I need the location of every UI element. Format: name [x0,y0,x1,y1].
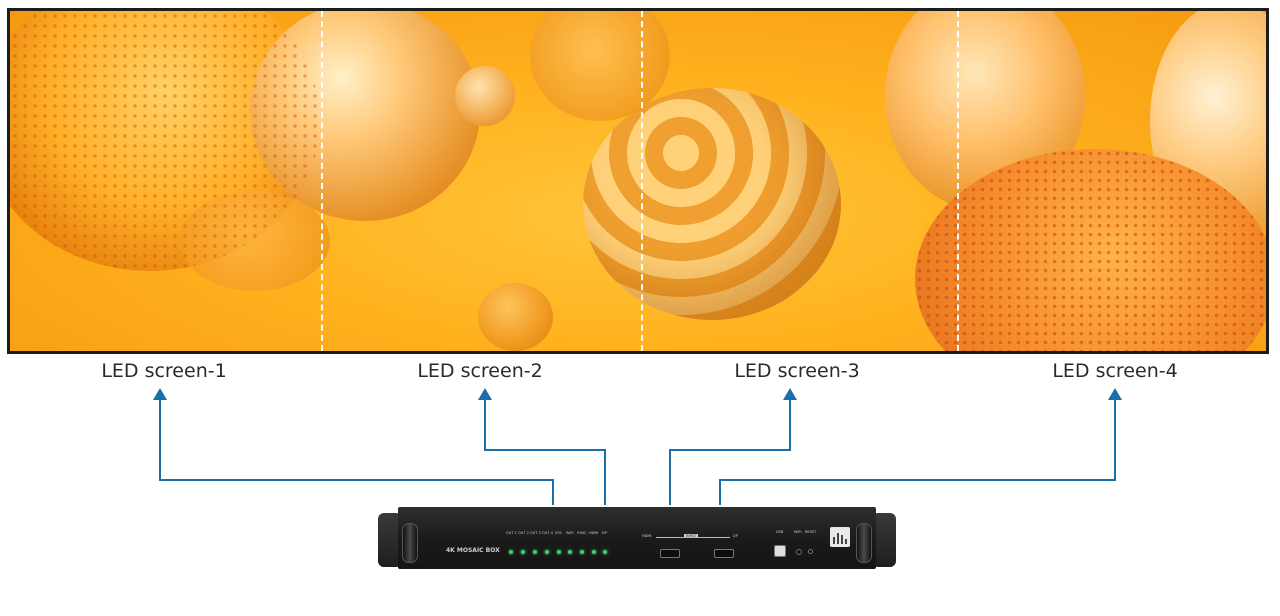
indicator-led-wifi [568,550,572,554]
wifi-button[interactable] [796,549,802,555]
usb-port[interactable] [774,545,786,557]
sphere-small-upper [455,66,515,126]
indicator-led-sync [580,550,584,554]
sphere-right-large-dotted [915,149,1266,351]
screen-label-1: LED screen-1 [101,360,227,382]
arrow-up-icon [1108,388,1122,400]
equalizer-logo-icon [830,527,850,547]
indicator-label-sys: SYS [555,531,562,535]
port-label-dp: DP [733,534,738,538]
screen-label-3: LED screen-3 [734,360,860,382]
indicator-led-out4 [545,550,549,554]
indicator-led-sys [557,550,561,554]
screen-label-2: LED screen-2 [417,360,543,382]
sphere-small-bottom [478,283,553,351]
connector-line-2 [484,398,606,505]
indicator-label-hdmi: HDMI [589,531,599,535]
indicator-led-out3 [533,550,537,554]
rack-handle-left [402,523,418,563]
indicator-label-dp: DP [602,531,607,535]
rack-handle-right [856,523,872,563]
port-label-hdmi: HDMI [642,534,652,538]
mosaic-box-device: 4K MOSAIC BOX OUT 1 OUT 2 OUT 3 OUT 4 SY… [378,505,896,573]
screen-divider-1 [321,11,323,351]
screen-divider-3 [957,11,959,351]
port-label-input: INPUT [684,534,699,538]
connector-line-4 [719,398,1116,505]
arrow-up-icon [783,388,797,400]
indicator-label-out2: OUT 2 [518,531,529,535]
screen-divider-2 [641,11,643,351]
device-front-panel: 4K MOSAIC BOX OUT 1 OUT 2 OUT 3 OUT 4 SY… [398,507,876,569]
connector-line-1 [159,398,554,505]
arrow-up-icon [478,388,492,400]
sphere-mid-left [250,11,480,221]
indicator-label-out3: OUT 3 [530,531,541,535]
connector-line-3 [669,398,791,505]
indicator-label-out4: OUT 4 [542,531,553,535]
indicator-led-out2 [521,550,525,554]
indicator-led-out1 [509,550,513,554]
port-label-wifi: WIFI [794,530,802,534]
sphere-top-center [530,11,670,121]
device-name: 4K MOSAIC BOX [446,547,500,554]
hdmi-port[interactable] [660,549,680,558]
port-label-usb: USB [776,530,784,534]
dp-port[interactable] [714,549,734,558]
wall-image [10,11,1266,351]
arrow-up-icon [153,388,167,400]
rack-ear-right [872,513,896,567]
sphere-left-low [180,191,330,291]
led-video-wall [7,8,1269,354]
sphere-striped-center [583,88,841,320]
reset-button[interactable] [808,549,813,554]
port-label-reset: RESET [805,530,817,534]
input-bracket [656,537,730,538]
indicator-label-wifi: WIFI [566,531,574,535]
indicator-label-sync: SYNC [577,531,587,535]
indicator-label-out1: OUT 1 [506,531,517,535]
screen-label-4: LED screen-4 [1052,360,1178,382]
indicator-led-dp [603,550,607,554]
sphere-left-dotted [10,11,320,271]
indicator-led-hdmi [592,550,596,554]
